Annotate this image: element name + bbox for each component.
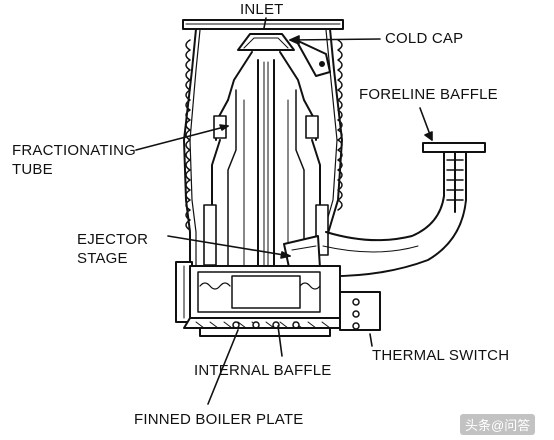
cold-cap-label: COLD CAP (385, 30, 464, 47)
cold-cap (237, 33, 331, 77)
leader-fractionating-tube (135, 125, 229, 151)
arrowhead-foreline-baffle (424, 131, 433, 141)
fractionating-tube-label-line2: TUBE (12, 161, 53, 178)
leader-thermal-switch (369, 333, 373, 347)
foreline-baffle (422, 142, 486, 213)
thermal-switch (339, 291, 381, 331)
inlet-flange (182, 19, 344, 30)
leader-cold-cap (289, 38, 381, 41)
central-tube (227, 59, 305, 301)
boiler-housing (175, 261, 347, 337)
jet-stack (203, 51, 329, 266)
foreline-pipe (317, 151, 467, 278)
pump-body (183, 28, 343, 269)
arrowhead-fractionating-tube (219, 124, 229, 131)
arrowhead-ejector-stage (280, 251, 291, 259)
ejector-stage-label-line1: EJECTOR (77, 231, 149, 248)
watermark: 头条@问答 (460, 414, 536, 435)
inlet-label: INLET (240, 1, 284, 18)
foreline-baffle-label: FORELINE BAFFLE (359, 86, 498, 103)
thermal-switch-label: THERMAL SWITCH (372, 347, 510, 364)
leader-lines (135, 17, 433, 405)
leader-internal-baffle (277, 325, 283, 357)
ejector-stage-label-line2: STAGE (77, 250, 128, 267)
leader-inlet (263, 17, 267, 29)
fractionating-tube-label-line1: FRACTIONATING (12, 142, 136, 159)
finned-boiler-plate-label: FINNED BOILER PLATE (134, 411, 304, 428)
leader-finned-boiler-plate (207, 329, 239, 405)
leader-ejector-stage (167, 235, 291, 257)
internal-baffle-label: INTERNAL BAFFLE (194, 362, 332, 379)
arrowhead-cold-cap (289, 35, 300, 45)
